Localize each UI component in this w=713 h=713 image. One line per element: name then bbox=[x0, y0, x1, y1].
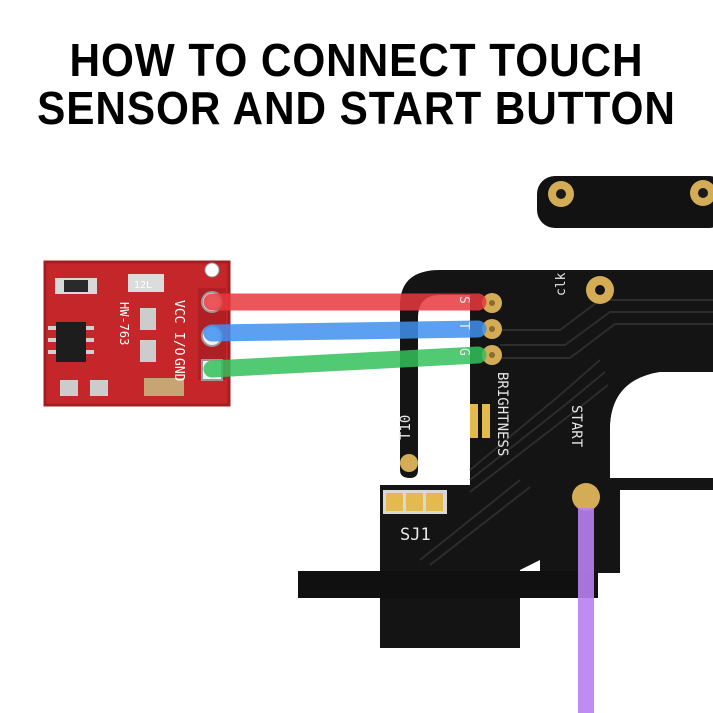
main-pcb: clk BRIGHTNESS START SJ1 T10 bbox=[298, 270, 713, 648]
t10-label: T10 bbox=[398, 415, 414, 440]
touch-sensor-board: 12L HW-763 VCC I/O GND bbox=[43, 260, 231, 407]
page-title: HOW TO CONNECT TOUCH SENSOR AND START BU… bbox=[29, 36, 685, 132]
pad-label-s: S bbox=[456, 296, 471, 304]
start-label: START bbox=[568, 405, 584, 448]
pin-label-gnd: GND bbox=[171, 358, 186, 382]
brightness-label: BRIGHTNESS bbox=[494, 372, 510, 456]
clk-label: clk bbox=[554, 272, 569, 296]
capacitor bbox=[144, 378, 184, 396]
gnd-wire bbox=[203, 346, 487, 378]
pin-label-vcc: VCC bbox=[171, 300, 186, 323]
top-pcb-strip bbox=[537, 176, 713, 228]
start-pad bbox=[572, 483, 600, 511]
horizontal-bar bbox=[298, 571, 598, 598]
ic-chip bbox=[56, 322, 86, 362]
chip-label-box bbox=[128, 274, 164, 292]
pin-label-io: I/O bbox=[171, 332, 186, 356]
sj1-label: SJ1 bbox=[400, 525, 431, 545]
title-line-1: HOW TO CONNECT TOUCH bbox=[69, 34, 644, 86]
chip-label: 12L bbox=[134, 280, 152, 291]
t10-pad bbox=[400, 454, 418, 472]
wires bbox=[203, 293, 594, 713]
title-line-2: SENSOR AND START BUTTON bbox=[37, 82, 676, 134]
sensor-model-label: HW-763 bbox=[117, 302, 131, 345]
io-wire bbox=[203, 320, 487, 342]
pad-label-g: G bbox=[456, 348, 471, 356]
pad-label-t: T bbox=[456, 322, 471, 330]
